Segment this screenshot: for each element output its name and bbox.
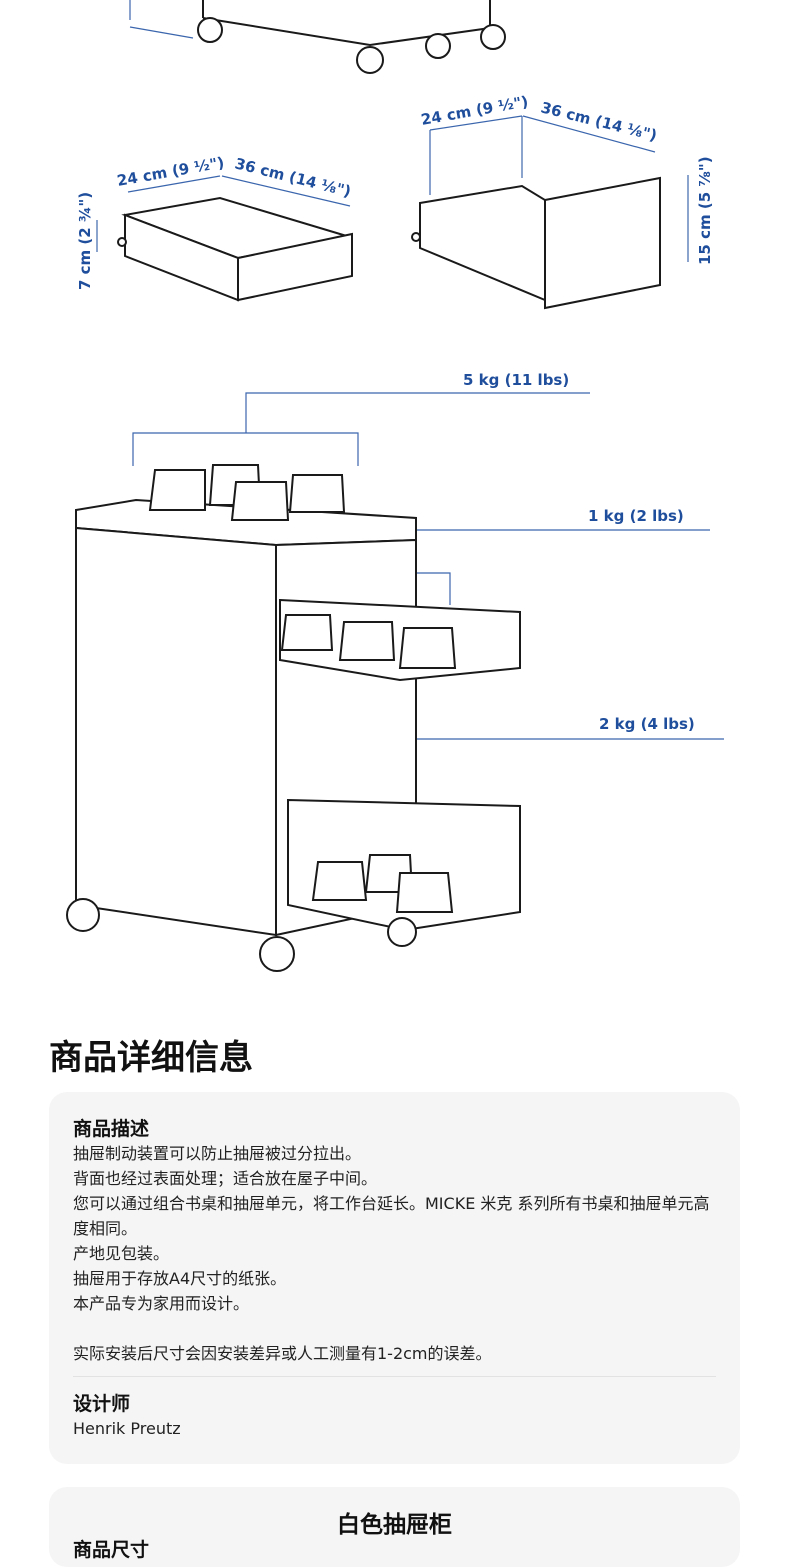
divider bbox=[73, 1376, 716, 1377]
designer-name: Henrik Preutz bbox=[73, 1419, 181, 1438]
description-line: 抽屉用于存放A4尺寸的纸张。 bbox=[73, 1269, 287, 1288]
product-illustration: 24 cm (9 ½") 36 cm (14 ⅛") 7 cm (2 ¾") 2… bbox=[66, 0, 724, 972]
load-capacity-drawing: 5 kg (11 lbs) 1 kg (2 lbs) 2 kg (4 lbs) bbox=[66, 371, 724, 972]
product-description-card: 商品描述 抽屉制动装置可以防止抽屉被过分拉出。 背面也经过表面处理；适合放在屋子… bbox=[49, 1092, 740, 1464]
large-drawer-depth-label: 36 cm (14 ⅛") bbox=[539, 98, 659, 144]
large-drawer-load-label: 2 kg (4 lbs) bbox=[599, 715, 695, 733]
description-line: 产地见包装。 bbox=[73, 1244, 170, 1263]
small-drawer-depth-label: 36 cm (14 ⅛") bbox=[233, 154, 353, 200]
large-drawer-height-label: 15 cm (5 ⅞") bbox=[696, 156, 714, 265]
description-line: 本产品专为家用而设计。 bbox=[73, 1294, 250, 1313]
large-drawer-drawing: 24 cm (9 ½") 36 cm (14 ⅛") 15 cm (5 ⅞") bbox=[411, 92, 714, 310]
small-drawer-load-label: 1 kg (2 lbs) bbox=[588, 507, 684, 525]
description-line: 抽屉制动装置可以防止抽屉被过分拉出。 bbox=[73, 1144, 362, 1163]
designer-heading: 设计师 bbox=[73, 1393, 131, 1415]
top-load-label: 5 kg (11 lbs) bbox=[463, 371, 569, 389]
description-note: 实际安装后尺寸会因安装差异或人工测量有1-2cm的误差。 bbox=[73, 1344, 492, 1363]
description-heading: 商品描述 bbox=[73, 1118, 150, 1140]
description-line: 背面也经过表面处理；适合放在屋子中间。 bbox=[73, 1169, 378, 1188]
dimensions-subheading: 商品尺寸 bbox=[73, 1539, 150, 1561]
dimensions-card-title: 白色抽屉柜 bbox=[337, 1512, 452, 1538]
description-line: 您可以通过组合书桌和抽屉单元，将工作台延长。MICKE 米克 系列所有书桌和抽屉… bbox=[73, 1194, 710, 1238]
cabinet-bottom-partial bbox=[129, 0, 506, 74]
dimensions-card: 白色抽屉柜 商品尺寸 bbox=[49, 1487, 740, 1567]
small-drawer-drawing: 24 cm (9 ½") 36 cm (14 ⅛") 7 cm (2 ¾") bbox=[76, 153, 353, 302]
section-title: 商品详细信息 bbox=[49, 1038, 253, 1078]
small-drawer-height-label: 7 cm (2 ¾") bbox=[76, 192, 94, 290]
